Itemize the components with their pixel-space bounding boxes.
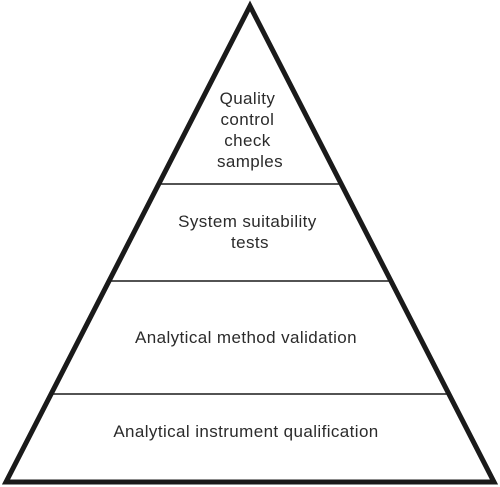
level-2-line-2: tests [231,233,269,252]
level-label-quality-control: Quality control check samples [217,89,283,171]
level-1-line-1: Quality [220,89,276,108]
level-3-line-1: Analytical method validation [135,328,357,347]
level-1-line-4: samples [217,152,283,171]
level-label-instrument-qualification: Analytical instrument qualification [113,422,378,441]
level-1-line-2: control [221,110,275,129]
level-label-system-suitability: System suitability tests [178,212,322,252]
level-4-line-1: Analytical instrument qualification [113,422,378,441]
level-1-line-3: check [224,131,271,150]
level-label-method-validation: Analytical method validation [135,328,357,347]
level-2-line-1: System suitability [178,212,317,231]
